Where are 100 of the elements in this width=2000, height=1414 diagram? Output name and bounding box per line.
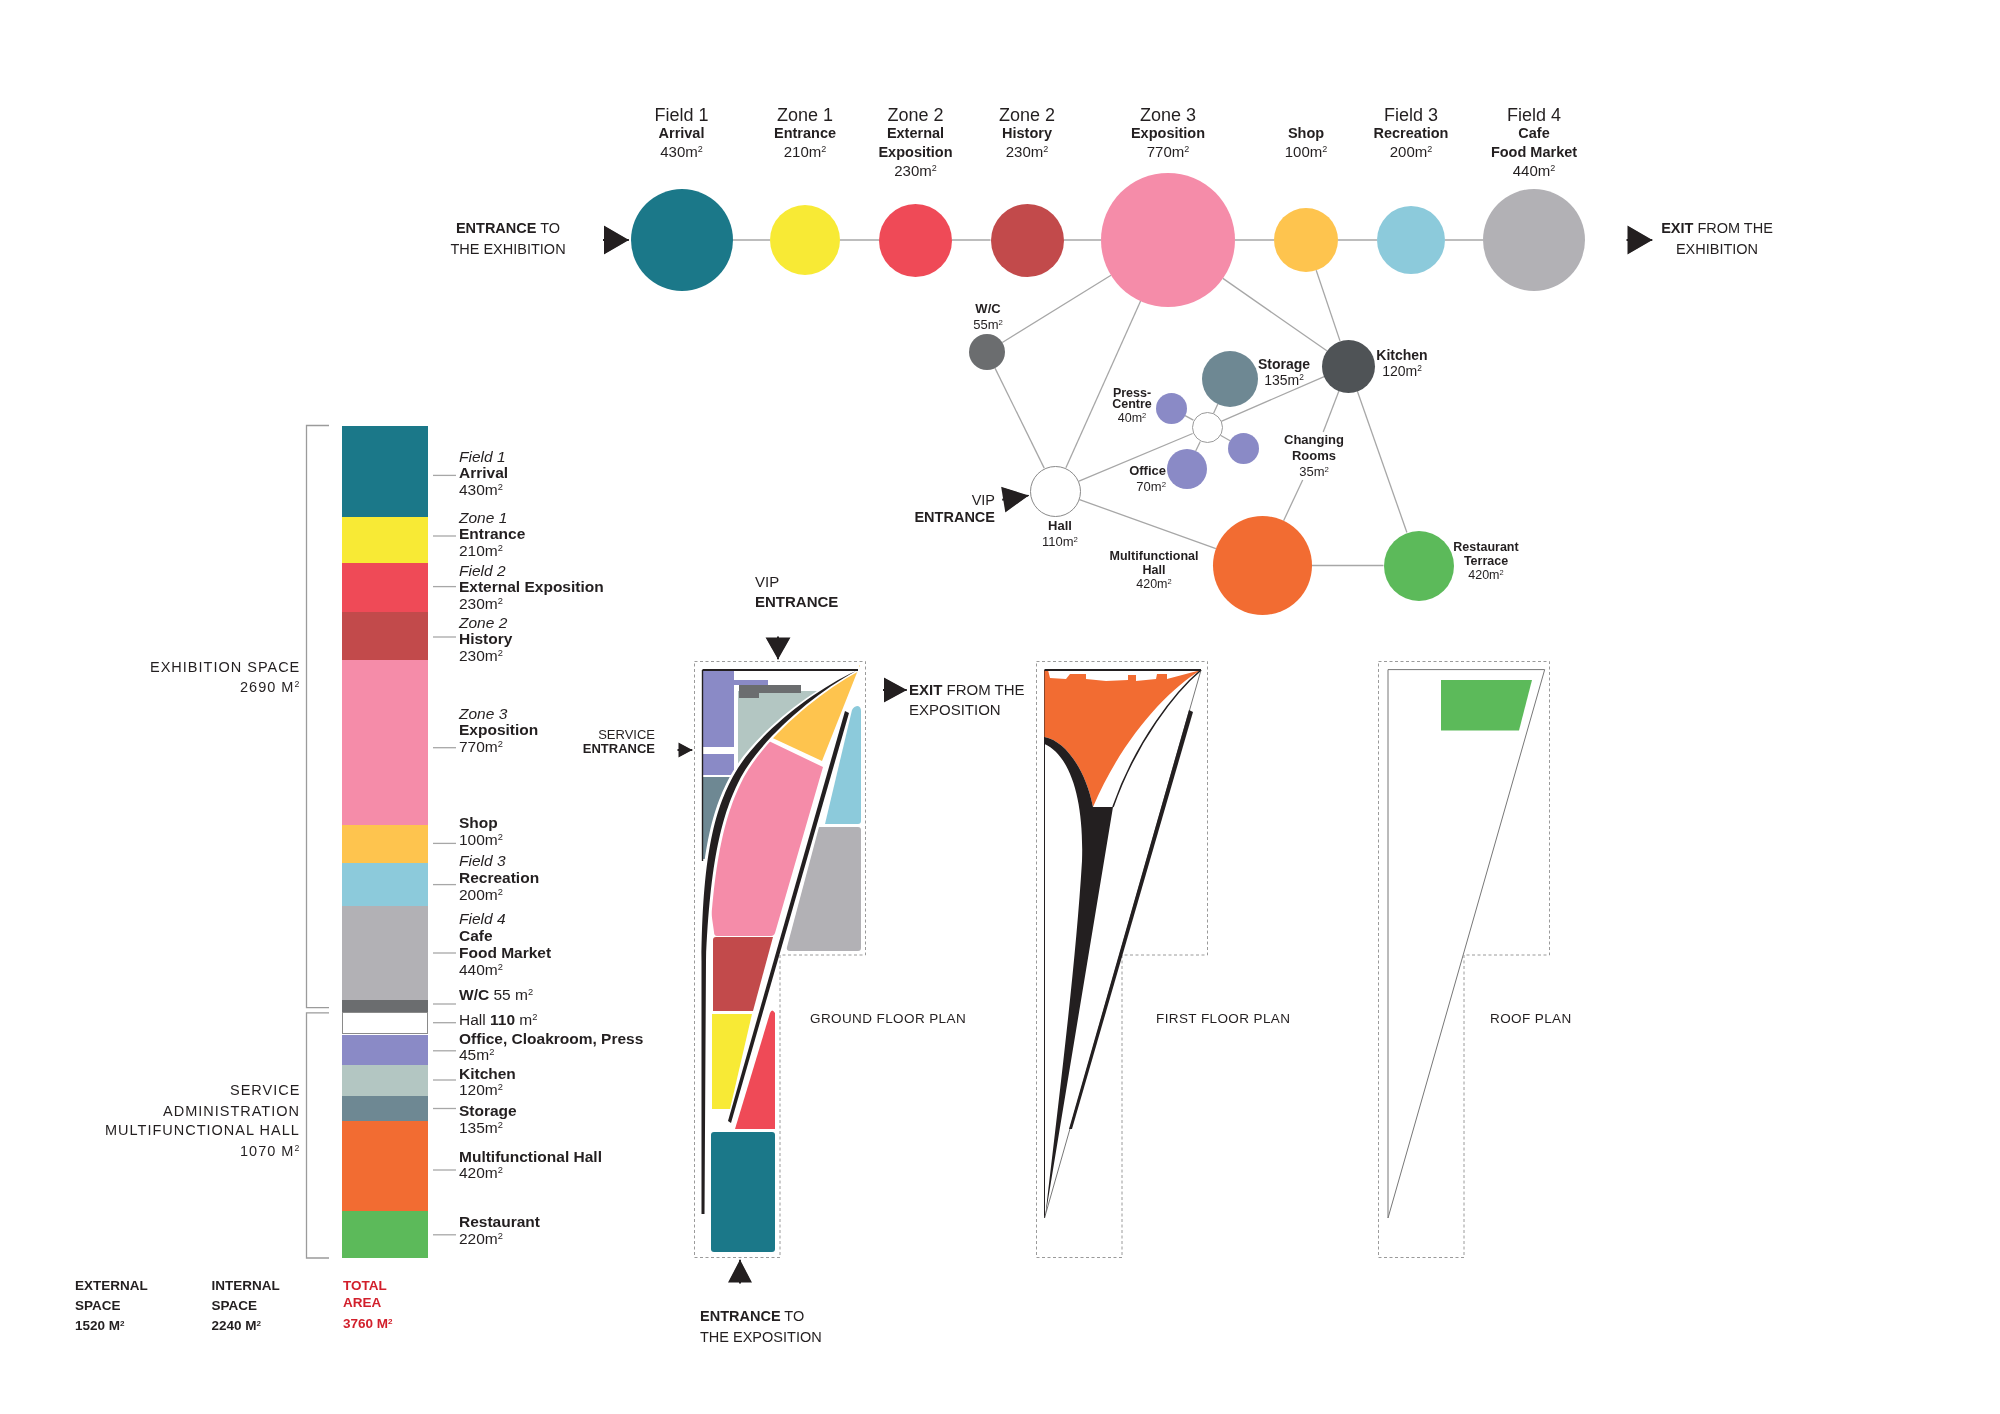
leader-line — [432, 842, 457, 845]
arrow — [765, 636, 791, 661]
connector-line — [1315, 269, 1341, 342]
room-name: Food Market — [459, 944, 552, 962]
room-name: Shop — [1287, 124, 1325, 144]
zone-title: Field 1 — [459, 448, 506, 466]
arrow — [728, 1258, 752, 1284]
room-label: Hall 110 m$^{2}$ — [459, 1012, 538, 1029]
connector-line — [1001, 274, 1112, 344]
leader-line — [432, 952, 457, 954]
room-circle — [1030, 465, 1081, 517]
connector-line — [1062, 239, 1102, 241]
area-bar-segment — [342, 1210, 428, 1258]
entrance-label: VIP ENTRANCE — [755, 572, 850, 612]
leader-line — [432, 1169, 457, 1171]
entrance-label: ENTRANCE TO THE EXHIBITION — [445, 217, 571, 260]
leader-line — [432, 1022, 457, 1024]
area-bar-segment — [342, 1000, 428, 1012]
zone-title: Zone 1 — [459, 509, 508, 527]
section-label: EXHIBITION SPACE — [150, 657, 301, 677]
connector-line — [1322, 390, 1340, 433]
area-bar-segment — [342, 824, 428, 863]
zone-title: Zone 3 — [459, 705, 508, 723]
room-circle — [969, 334, 1005, 370]
room-name: Arrival — [658, 124, 705, 144]
arrow — [999, 486, 1030, 513]
leader-line — [432, 474, 457, 477]
section-label: SERVICE — [230, 1081, 301, 1101]
area-value: 200m$^{2}$ — [459, 886, 503, 904]
plan-title: ROOF PLAN — [1490, 1010, 1572, 1028]
zone-title: Field 1 — [654, 105, 709, 125]
area-value: 230m$^{2}$ — [1005, 143, 1049, 162]
area-value: 70m$^{2}$ — [1136, 479, 1166, 495]
area-value: 110m$^{2}$ — [1042, 534, 1078, 550]
leader-line — [432, 1234, 457, 1236]
leader-line — [432, 636, 457, 638]
room-name: Entrance — [773, 124, 837, 144]
section-label: 1070 M$^{2}$ — [240, 1141, 301, 1161]
room-name: Arrival — [459, 465, 509, 482]
section-label: MULTIFUNCTIONAL HALL — [105, 1121, 300, 1141]
zone-title: Zone 1 — [776, 105, 833, 125]
area-bar-segment — [342, 562, 428, 612]
area-value: 220m$^{2}$ — [459, 1230, 503, 1248]
connector-line — [1212, 403, 1219, 415]
room-name: External Exposition — [459, 579, 604, 596]
arrow — [603, 225, 630, 255]
total-area: 3760 M$^{2}$ — [343, 1314, 393, 1332]
room-name: Cafe — [459, 928, 493, 945]
area-bar-segment — [342, 863, 428, 906]
area-value: 230m$^{2}$ — [459, 648, 503, 665]
room-label: W/C 55 m$^{2}$ — [459, 987, 534, 1004]
connector-line — [1078, 498, 1217, 550]
room-name: Recreation — [1373, 124, 1449, 144]
zone-title: Zone 2 — [459, 614, 508, 632]
junction-circle — [1191, 412, 1223, 443]
total-area: TOTAL AREA — [343, 1277, 423, 1312]
area-value: 420m$^{2}$ — [1468, 568, 1504, 582]
room-name: Kitchen — [459, 1065, 516, 1083]
room-name: Cafe — [1518, 124, 1550, 144]
area-value: 35m$^{2}$ — [1299, 464, 1329, 480]
leader-line — [432, 747, 457, 749]
area-bar-segment — [342, 425, 428, 517]
area-value: 135m$^{2}$ — [459, 1120, 503, 1137]
area-bar-segment — [342, 612, 428, 660]
area-value: 430m$^{2}$ — [459, 482, 503, 499]
connector-line — [1311, 564, 1385, 567]
room-name: Entrance — [459, 526, 526, 543]
area-value: 230m$^{2}$ — [459, 596, 503, 613]
room-name: Changing Rooms — [1283, 432, 1345, 464]
room-name: Storage — [1257, 355, 1311, 372]
area-value: 135m$^{2}$ — [1264, 371, 1304, 388]
area-bar-segment — [342, 660, 428, 825]
room-name: External Exposition — [877, 124, 954, 162]
leader-line — [432, 1050, 457, 1052]
entrance-label: SERVICE ENTRANCE — [573, 728, 655, 756]
zone-title: Field 4 — [459, 911, 506, 929]
room-name: Office, Cloakroom, Press — [459, 1030, 644, 1048]
area-value: 770m$^{2}$ — [1146, 143, 1190, 162]
area-value: 430m$^{2}$ — [660, 143, 703, 162]
area-bar-segment — [342, 1065, 428, 1096]
room-name: Exposition — [459, 722, 539, 739]
room-name: Recreation — [459, 869, 540, 887]
arrow — [883, 677, 908, 703]
connector-line — [1282, 479, 1304, 522]
zone-title: Field 3 — [1384, 105, 1438, 125]
room-name: Hall — [1048, 518, 1072, 534]
connector-line — [1337, 239, 1378, 241]
zone-title: Field 2 — [459, 562, 506, 580]
connector-line — [1444, 239, 1484, 241]
area-value: 420m$^{2}$ — [1136, 577, 1172, 591]
area-value: 40m$^{2}$ — [1117, 409, 1147, 427]
arrow — [677, 742, 694, 758]
zone-title: Zone 3 — [1139, 105, 1196, 125]
area-value: 770m$^{2}$ — [459, 739, 503, 756]
entrance-label: ENTRANCE TO THE EXPOSITION — [700, 1306, 828, 1348]
connector-line — [1220, 375, 1325, 422]
entrance-label: VIP ENTRANCE — [903, 491, 995, 526]
area-bar-segment — [342, 517, 428, 563]
space-total: 1520 M$^{2}$ — [75, 1317, 125, 1335]
connector-line — [1234, 239, 1275, 241]
